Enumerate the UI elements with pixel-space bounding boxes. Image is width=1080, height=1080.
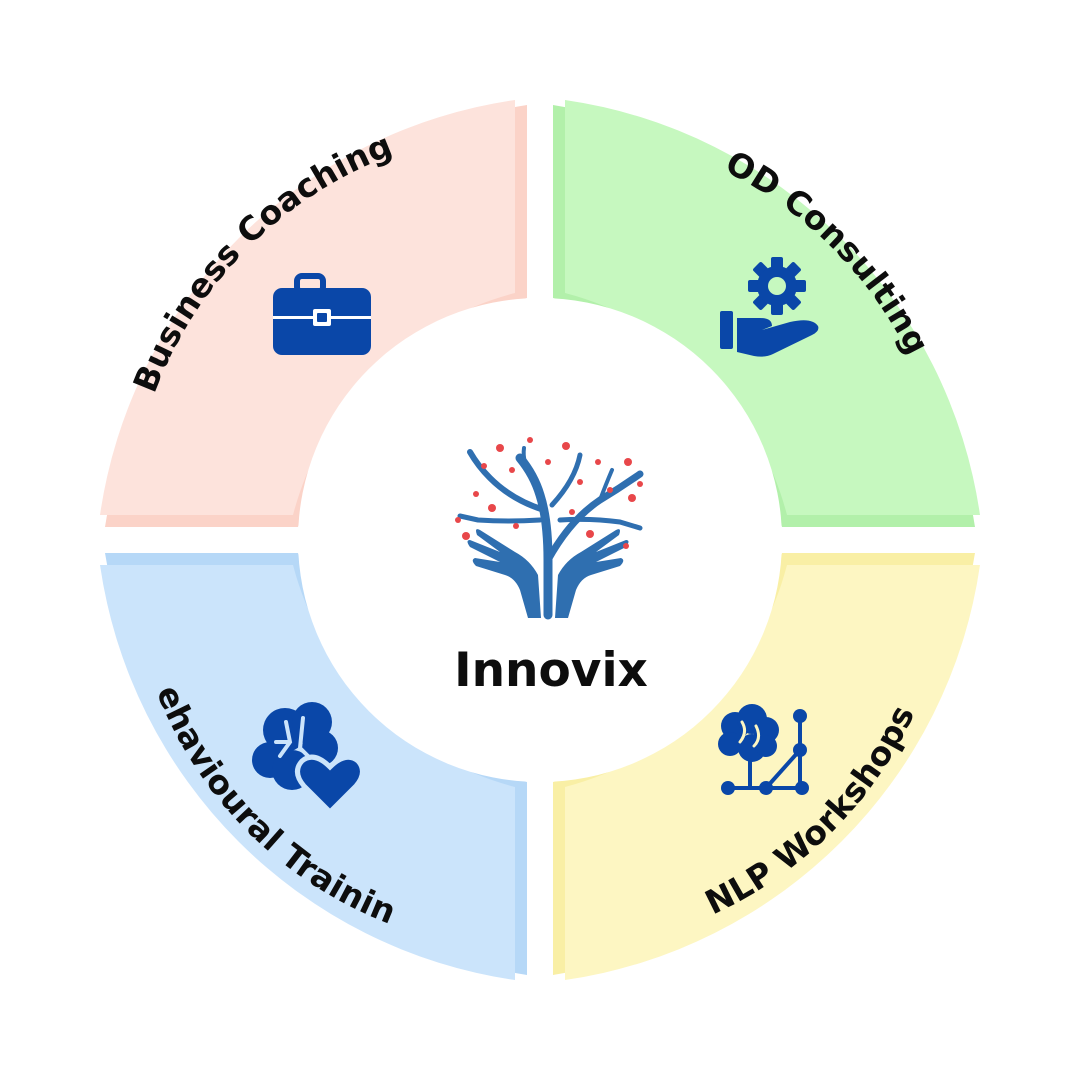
brain-heart-icon xyxy=(252,702,365,816)
gear-hand-icon xyxy=(720,257,819,357)
brain-network-icon xyxy=(718,704,809,795)
briefcase-icon xyxy=(273,273,371,355)
center-hub: Innovix xyxy=(298,298,782,782)
segment-shape xyxy=(565,565,980,980)
center-title: Innovix xyxy=(454,643,648,698)
segment-od-consulting: OD Consulting xyxy=(553,100,980,527)
tree-hands-logo-icon xyxy=(455,437,644,620)
